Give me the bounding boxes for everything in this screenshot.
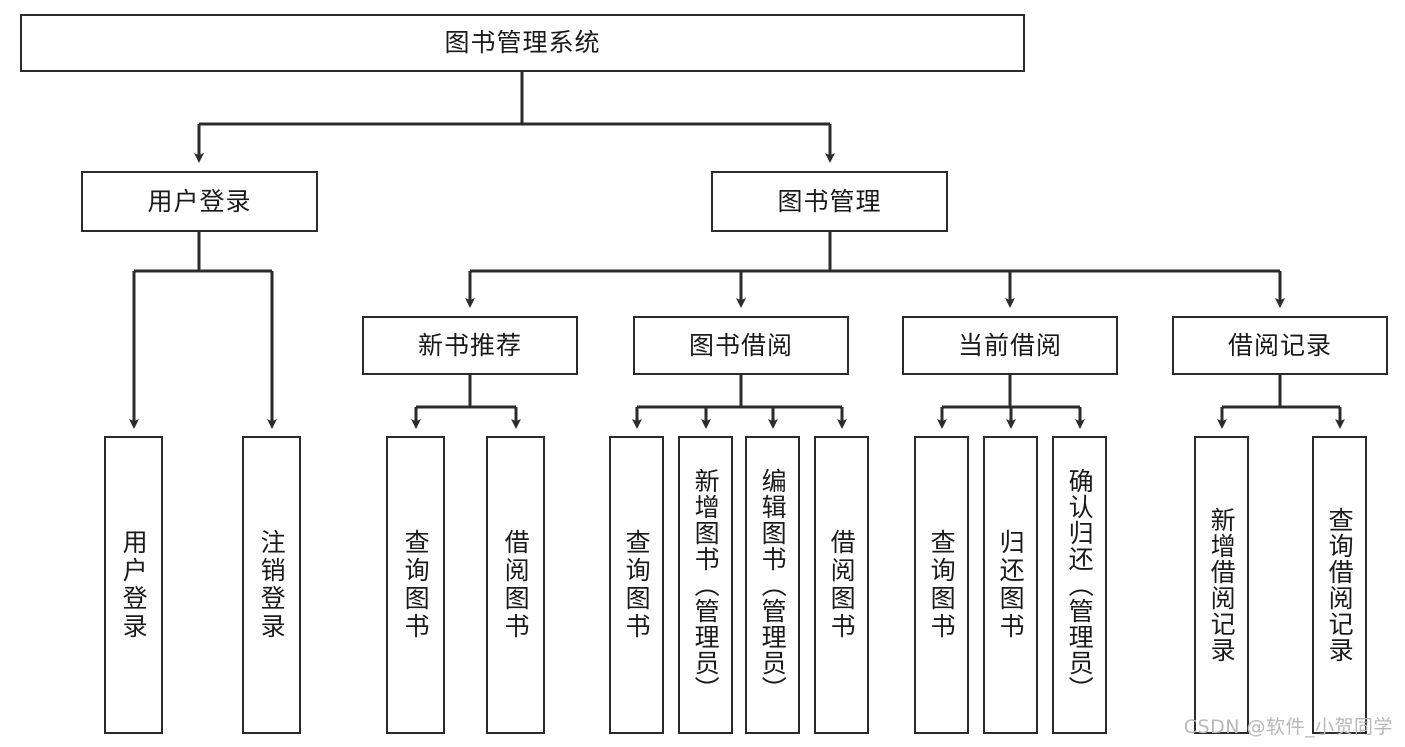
- node-leaf-add-book-label: 新增图书（管理员）: [691, 468, 721, 702]
- node-leaf-logout[interactable]: 注销登录: [242, 436, 301, 734]
- node-leaf-edit-book-label: 编辑图书（管理员）: [758, 468, 788, 702]
- node-leaf-edit-book[interactable]: 编辑图书（管理员）: [745, 436, 800, 734]
- node-book-management[interactable]: 图书管理: [711, 171, 948, 232]
- node-current-borrow-label: 当前借阅: [957, 330, 1062, 360]
- node-current-borrow[interactable]: 当前借阅: [902, 316, 1118, 375]
- node-leaf-borrow-book-2-label: 借阅图书: [827, 529, 857, 641]
- node-leaf-add-record[interactable]: 新增借阅记录: [1194, 436, 1249, 734]
- node-leaf-borrow-book-2[interactable]: 借阅图书: [814, 436, 869, 734]
- node-borrow-record[interactable]: 借阅记录: [1172, 316, 1388, 375]
- node-user-login-label: 用户登录: [147, 186, 252, 216]
- node-leaf-confirm-return[interactable]: 确认归还（管理员）: [1052, 436, 1107, 734]
- node-book-borrow-label: 图书借阅: [688, 330, 793, 360]
- node-leaf-query-book-2-label: 查询图书: [622, 529, 652, 641]
- node-new-book-recommend-label: 新书推荐: [417, 330, 522, 360]
- node-user-login[interactable]: 用户登录: [81, 171, 318, 232]
- node-root-label: 图书管理系统: [444, 28, 601, 57]
- node-leaf-add-book[interactable]: 新增图书（管理员）: [678, 436, 733, 734]
- node-leaf-user-login-label: 用户登录: [119, 529, 149, 641]
- node-leaf-borrow-book-1-label: 借阅图书: [501, 529, 531, 641]
- node-book-borrow[interactable]: 图书借阅: [633, 316, 849, 375]
- node-leaf-borrow-book-1[interactable]: 借阅图书: [486, 436, 545, 734]
- node-root[interactable]: 图书管理系统: [20, 14, 1025, 72]
- node-book-management-label: 图书管理: [777, 186, 882, 216]
- node-leaf-user-login[interactable]: 用户登录: [104, 436, 163, 734]
- watermark-text: CSDN @软件_小贺同学: [1183, 716, 1393, 738]
- node-leaf-add-record-label: 新增借阅记录: [1207, 507, 1237, 663]
- node-leaf-return-book[interactable]: 归还图书: [983, 436, 1038, 734]
- node-leaf-query-book-3[interactable]: 查询图书: [914, 436, 969, 734]
- node-borrow-record-label: 借阅记录: [1227, 330, 1332, 360]
- node-leaf-query-book-3-label: 查询图书: [927, 529, 957, 641]
- node-new-book-recommend[interactable]: 新书推荐: [362, 316, 578, 375]
- node-leaf-query-book-1-label: 查询图书: [401, 529, 431, 641]
- node-leaf-query-book-1[interactable]: 查询图书: [386, 436, 445, 734]
- node-leaf-return-book-label: 归还图书: [996, 529, 1026, 641]
- node-leaf-query-record[interactable]: 查询借阅记录: [1312, 436, 1367, 734]
- node-leaf-query-book-2[interactable]: 查询图书: [609, 436, 664, 734]
- node-leaf-query-record-label: 查询借阅记录: [1325, 507, 1355, 663]
- node-leaf-logout-label: 注销登录: [257, 529, 287, 641]
- node-leaf-confirm-return-label: 确认归还（管理员）: [1065, 468, 1095, 702]
